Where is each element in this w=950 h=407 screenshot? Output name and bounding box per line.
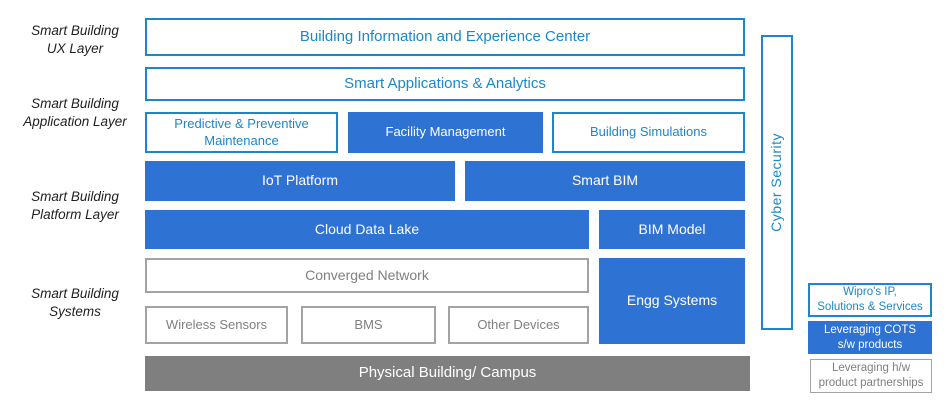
box-converged-network: Converged Network: [145, 258, 589, 293]
cyber-security-label: Cyber Security: [768, 133, 785, 232]
layer-label-application: Smart Building Application Layer: [23, 96, 127, 130]
box-wireless-sensors: Wireless Sensors: [145, 306, 288, 344]
box-bim-model: BIM Model: [599, 210, 745, 249]
box-cloud-data-lake: Cloud Data Lake: [145, 210, 589, 249]
box-building-simulations: Building Simulations: [552, 112, 745, 153]
box-bms: BMS: [301, 306, 436, 344]
legend-leveraging-cots-sw-products: Leveraging COTS s/w products: [808, 321, 932, 354]
box-predictive-preventive-maintenance: Predictive & Preventive Maintenance: [145, 112, 338, 153]
layer-label-platform: Smart Building Platform Layer: [31, 189, 119, 223]
legend-wipro-ip-solutions-services: Wipro's IP, Solutions & Services: [808, 283, 932, 317]
box-iot-platform: IoT Platform: [145, 161, 455, 201]
layer-label-ux: Smart Building UX Layer: [31, 23, 119, 57]
box-facility-management: Facility Management: [348, 112, 543, 153]
box-physical-building-campus: Physical Building/ Campus: [145, 356, 750, 391]
box-engg-systems: Engg Systems: [599, 258, 745, 344]
box-smart-applications-analytics: Smart Applications & Analytics: [145, 67, 745, 101]
box-building-info-experience-center: Building Information and Experience Cent…: [145, 18, 745, 56]
legend-leveraging-hw-product-partnerships: Leveraging h/w product partnerships: [810, 359, 932, 393]
box-cyber-security: Cyber Security: [761, 35, 793, 330]
box-other-devices: Other Devices: [448, 306, 589, 344]
layer-label-systems: Smart Building Systems: [31, 286, 119, 320]
box-smart-bim: Smart BIM: [465, 161, 745, 201]
